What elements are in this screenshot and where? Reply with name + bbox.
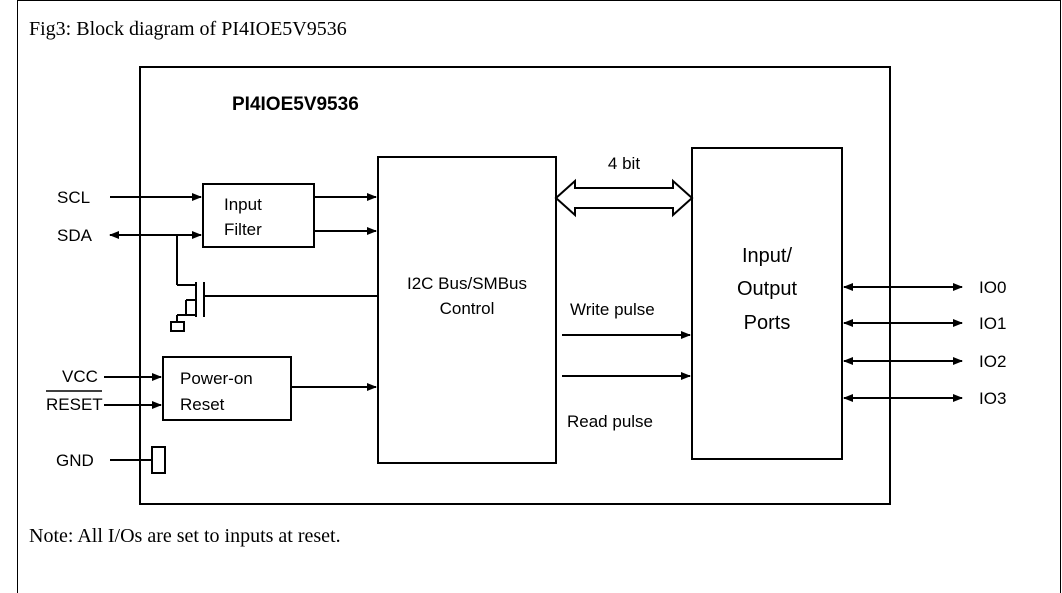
figure-caption: Fig3: Block diagram of PI4IOE5V9536 <box>29 18 347 40</box>
io-ports-label-3: Ports <box>744 312 791 334</box>
bus-control-label-2: Control <box>440 299 495 318</box>
input-filter-label-2: Filter <box>224 220 262 239</box>
power-on-reset-block <box>162 356 292 421</box>
pin-vcc-label: VCC <box>62 367 98 386</box>
bus-control-label-1: I2C Bus/SMBus <box>407 274 527 293</box>
power-on-reset-label-2: Reset <box>180 395 225 414</box>
bus-width-label: 4 bit <box>608 154 640 173</box>
io-ports-label-2: Output <box>737 278 797 300</box>
figure-note: Note: All I/Os are set to inputs at rese… <box>29 525 341 547</box>
input-filter-block <box>202 183 315 248</box>
pin-io3-label: IO3 <box>979 389 1006 408</box>
bus-control-block <box>377 156 557 464</box>
figure-frame <box>17 0 1061 593</box>
io-ports-label-1: Input/ <box>742 245 792 267</box>
four-bit-bus-arrow <box>554 178 694 218</box>
pin-reset-label: RESET <box>46 395 103 414</box>
write-pulse-label: Write pulse <box>570 300 655 319</box>
pin-scl-label: SCL <box>57 188 90 207</box>
read-pulse-label: Read pulse <box>567 412 653 431</box>
io-ports-block <box>691 147 843 460</box>
pin-gnd-label: GND <box>56 451 94 470</box>
pin-sda-label: SDA <box>57 226 93 245</box>
chip-name: PI4IOE5V9536 <box>232 94 359 115</box>
pin-io1-label: IO1 <box>979 314 1006 333</box>
power-on-reset-label-1: Power-on <box>180 369 253 388</box>
gnd-symbol-icon <box>151 446 166 474</box>
pin-io2-label: IO2 <box>979 352 1006 371</box>
pin-io0-label: IO0 <box>979 278 1006 297</box>
input-filter-label-1: Input <box>224 195 262 214</box>
sda-transistor-icon <box>170 235 205 332</box>
